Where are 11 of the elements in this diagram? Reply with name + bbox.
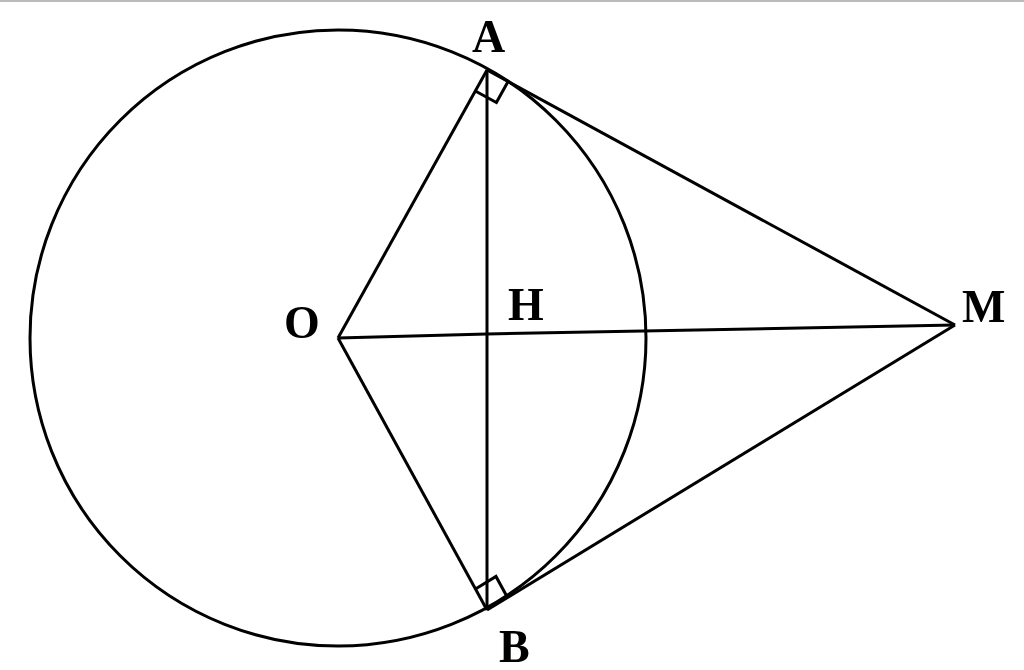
- point-label: O: [284, 300, 320, 346]
- point-label: B: [499, 624, 530, 670]
- line-segment: [485, 70, 489, 334]
- line-segment: [486, 323, 956, 612]
- line-segment: [336, 69, 489, 339]
- line-segment: [336, 337, 489, 611]
- point-label: H: [508, 282, 544, 328]
- point-label: A: [472, 14, 506, 60]
- point-label: M: [962, 284, 1006, 330]
- line-segment: [486, 68, 956, 327]
- line-segment: [337, 332, 488, 340]
